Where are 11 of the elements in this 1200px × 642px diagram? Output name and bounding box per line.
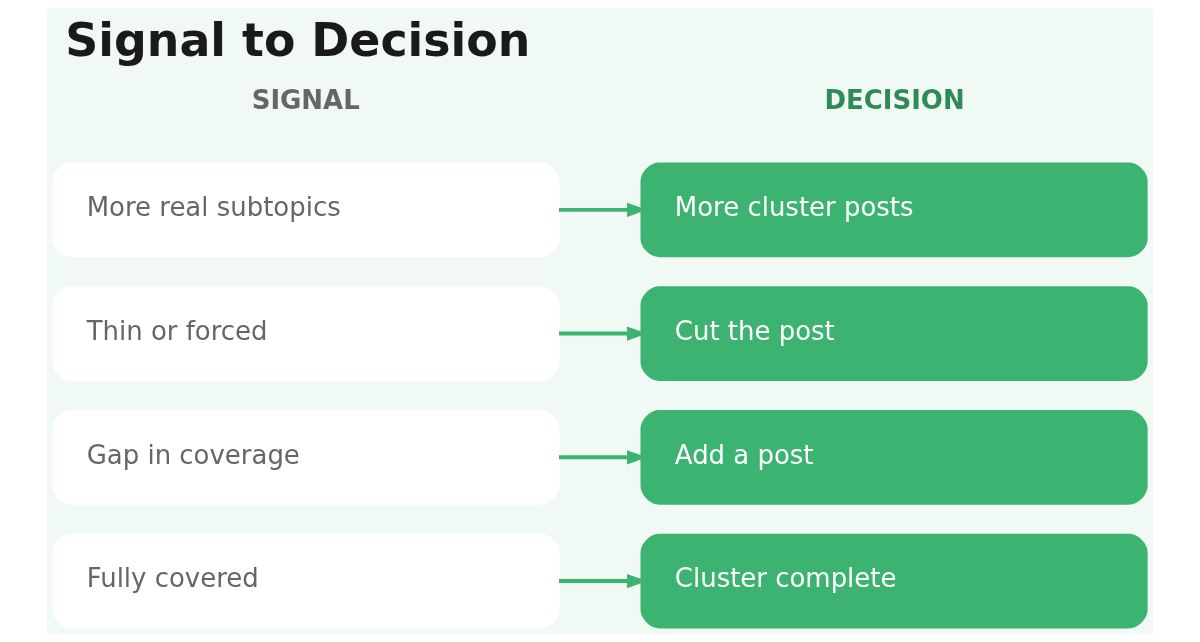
node-box: Gap in coverage [52, 410, 560, 505]
diagram-title: Signal to Decision [65, 12, 531, 67]
label: DECISION [824, 85, 965, 116]
node-box: Fully covered [52, 533, 560, 629]
node-box: More cluster posts [640, 162, 1148, 258]
label: SIGNAL [251, 85, 360, 116]
node-box: Add a post [640, 410, 1148, 505]
node-box: Cut the post [640, 286, 1148, 381]
node-box: More real subtopics [52, 162, 560, 258]
node-box: Thin or forced [52, 286, 560, 381]
node-box: Cluster complete [640, 533, 1148, 629]
